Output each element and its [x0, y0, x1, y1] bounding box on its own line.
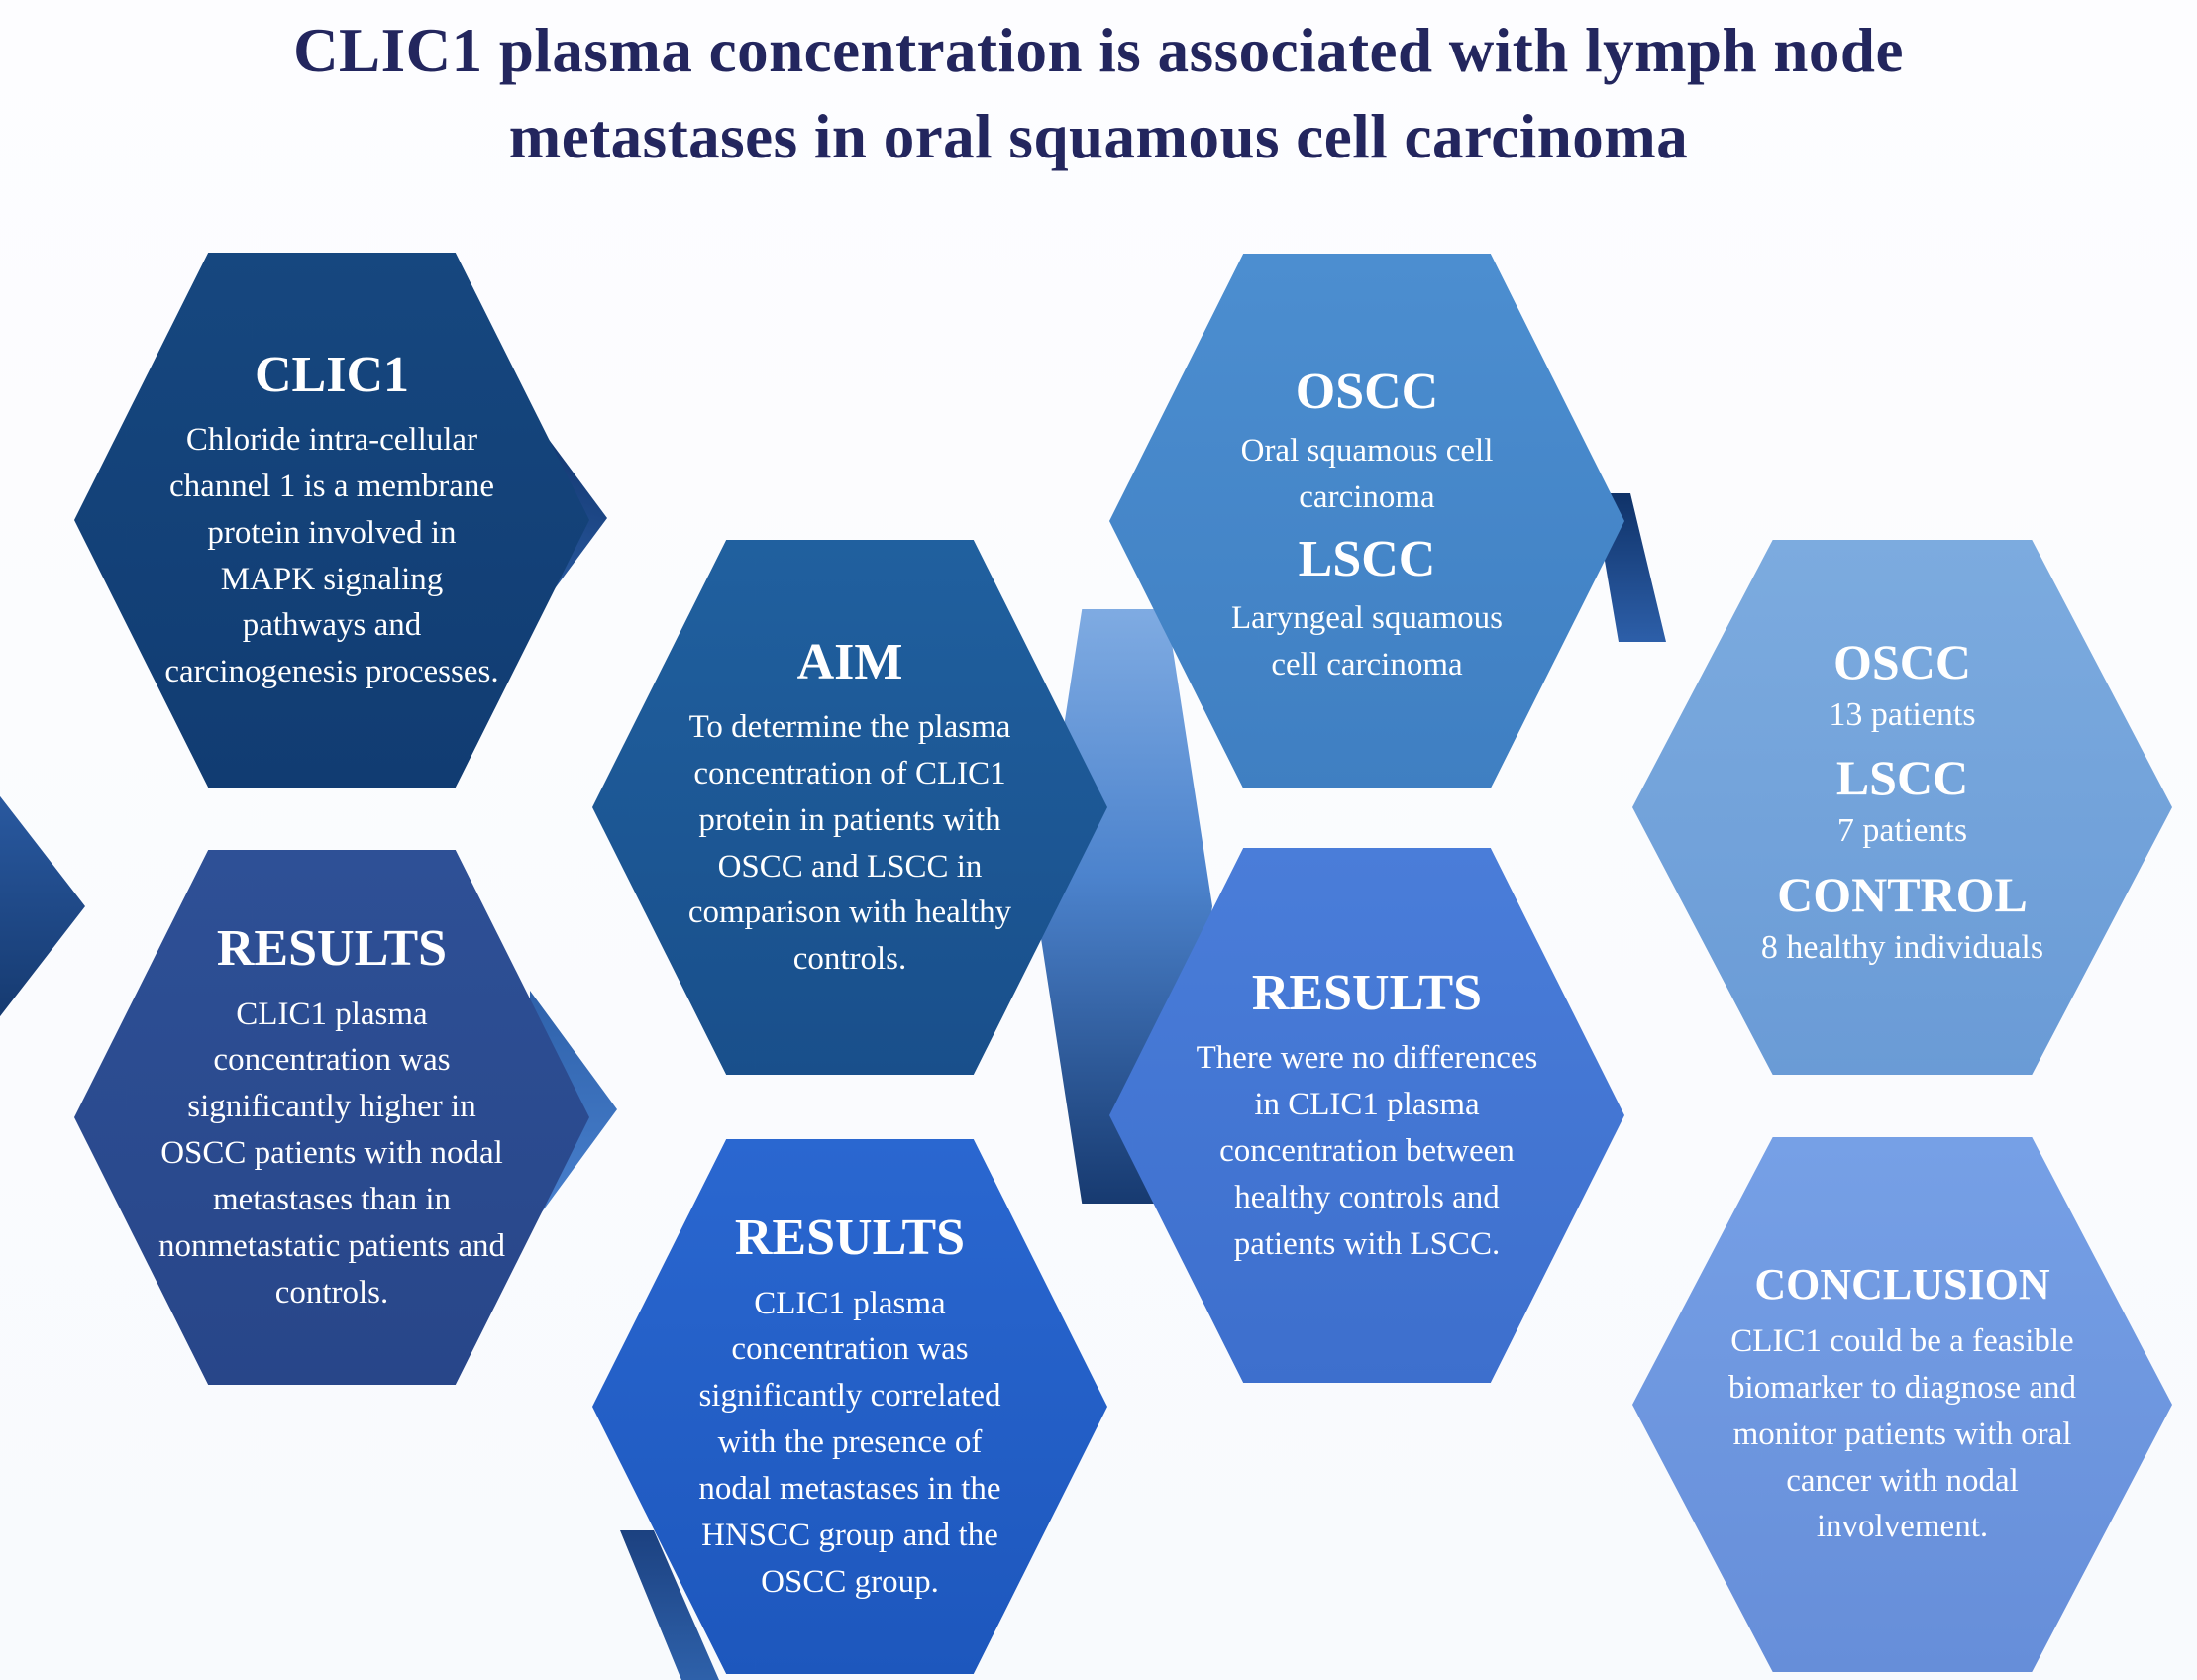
hexagon-heading: AIM — [796, 633, 903, 690]
hexagon-heading: CLIC1 — [254, 346, 410, 403]
hexagon-heading: RESULTS — [1251, 965, 1483, 1022]
hexagon-heading: CONCLUSION — [1754, 1259, 2050, 1309]
hexagon-aim: AIM To determine the plasma concentratio… — [592, 540, 1107, 1075]
hexagon-text: CLIC1 plasma concentration was significa… — [157, 996, 506, 1311]
hexagon-text: Oral squamous cell carcinoma — [1240, 433, 1494, 516]
hexagon-text: 13 patients — [1829, 696, 1976, 734]
background-hexagon-fragment — [0, 753, 85, 1060]
hexagon-results-nodal: RESULTS CLIC1 plasma concentration was s… — [74, 850, 589, 1385]
hexagon-results-correlation: RESULTS CLIC1 plasma concentration was s… — [592, 1139, 1107, 1674]
hexagon-heading: RESULTS — [216, 920, 448, 978]
hexagon-text: 7 patients — [1836, 812, 1968, 850]
page-title: CLIC1 plasma concentration is associated… — [0, 8, 2197, 180]
hexagon-text: Chloride intra-cellular channel 1 is a m… — [164, 422, 499, 690]
page-title-line2: metastases in oral squamous cell carcino… — [508, 101, 1689, 171]
hexagon-heading: LSCC — [1835, 750, 1969, 806]
page-title-line1: CLIC1 plasma concentration is associated… — [293, 16, 1904, 85]
hexagon-text: CLIC1 could be a feasible biomarker to d… — [1728, 1323, 2076, 1545]
hexagon-oscc-lscc-definitions: OSCC Oral squamous cell carcinoma LSCC L… — [1109, 254, 1624, 788]
hexagon-conclusion: CONCLUSION CLIC1 could be a feasible bio… — [1632, 1137, 2172, 1672]
hexagon-text: Laryngeal squamous cell carcinoma — [1230, 600, 1503, 683]
hexagon-heading: LSCC — [1298, 531, 1436, 587]
hexagon-text: To determine the plasma concentration of… — [687, 709, 1012, 978]
hexagon-heading: OSCC — [1295, 364, 1439, 421]
hexagon-heading: CONTROL — [1777, 866, 2028, 922]
hexagon-heading: OSCC — [1833, 634, 1971, 690]
hexagon-clic1: CLIC1 Chloride intra-cellular channel 1 … — [74, 253, 589, 788]
hexagon-study-groups: OSCC 13 patients LSCC 7 patients CONTROL… — [1632, 540, 2172, 1075]
hexagon-text: 8 healthy individuals — [1760, 928, 2044, 966]
hexagon-text: There were no differences in CLIC1 plasm… — [1196, 1040, 1538, 1262]
hexagon-heading: RESULTS — [734, 1209, 966, 1267]
hexagon-text: CLIC1 plasma concentration was significa… — [698, 1285, 1001, 1600]
